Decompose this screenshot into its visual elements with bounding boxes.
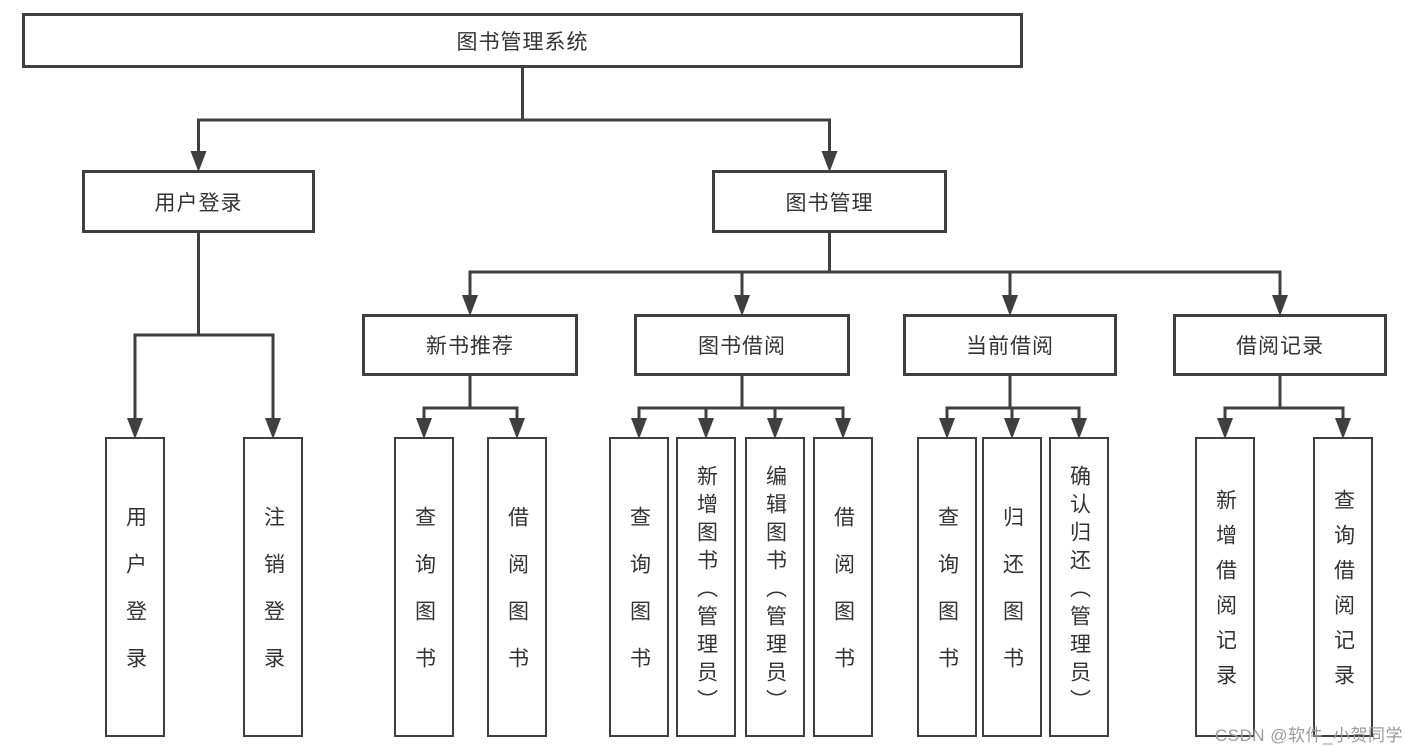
node-label: 新增借阅记录 <box>1213 489 1237 699</box>
node-label: 查询图书 <box>412 506 436 694</box>
node-book-borrowing: 图书借阅 <box>634 314 850 376</box>
node-label: 确认归还（管理员） <box>1067 464 1091 717</box>
node-book-management: 图书管理 <box>712 170 947 233</box>
node-return-books: 归还图书 <box>982 437 1042 737</box>
node-borrowing-records: 借阅记录 <box>1173 314 1387 376</box>
node-label: 图书管理系统 <box>456 30 589 54</box>
node-label: 新增图书（管理员） <box>694 464 718 717</box>
node-label: 用户登录 <box>154 191 243 215</box>
node-borrow-books: 借阅图书 <box>487 437 547 737</box>
node-label: 编辑图书（管理员） <box>763 464 787 717</box>
node-query-books: 查询图书 <box>917 437 977 737</box>
node-new-book-recommendation: 新书推荐 <box>362 314 578 376</box>
node-label: 图书管理 <box>785 191 874 215</box>
node-query-borrow-record: 查询借阅记录 <box>1313 437 1373 737</box>
node-current-borrowing: 当前借阅 <box>903 314 1117 376</box>
node-label: 当前借阅 <box>966 335 1054 358</box>
node-label: 查询借阅记录 <box>1331 489 1355 699</box>
node-label: 借阅图书 <box>505 506 529 694</box>
node-label: 图书借阅 <box>698 335 786 358</box>
node-label: 查询图书 <box>627 506 651 694</box>
node-query-books: 查询图书 <box>609 437 669 737</box>
node-user-login-group: 用户登录 <box>82 170 315 233</box>
node-logout: 注销登录 <box>243 437 303 737</box>
node-edit-book-admin: 编辑图书（管理员） <box>745 437 805 737</box>
node-label: 注销登录 <box>261 506 285 694</box>
node-label: 归还图书 <box>1000 506 1024 694</box>
node-add-borrow-record: 新增借阅记录 <box>1195 437 1255 737</box>
node-label: 借阅图书 <box>831 506 855 694</box>
node-query-books: 查询图书 <box>394 437 454 737</box>
node-library-management-system: 图书管理系统 <box>22 13 1023 68</box>
csdn-watermark: CSDN @软件_小贺同学 <box>1214 726 1403 745</box>
node-add-book-admin: 新增图书（管理员） <box>676 437 736 737</box>
node-confirm-return-admin: 确认归还（管理员） <box>1049 437 1109 737</box>
node-user-login: 用户登录 <box>105 437 165 737</box>
node-label: 用户登录 <box>123 506 147 694</box>
node-label: 新书推荐 <box>426 335 514 358</box>
node-label: 查询图书 <box>935 506 959 694</box>
node-borrow-books: 借阅图书 <box>813 437 873 737</box>
node-label: 借阅记录 <box>1236 335 1324 358</box>
